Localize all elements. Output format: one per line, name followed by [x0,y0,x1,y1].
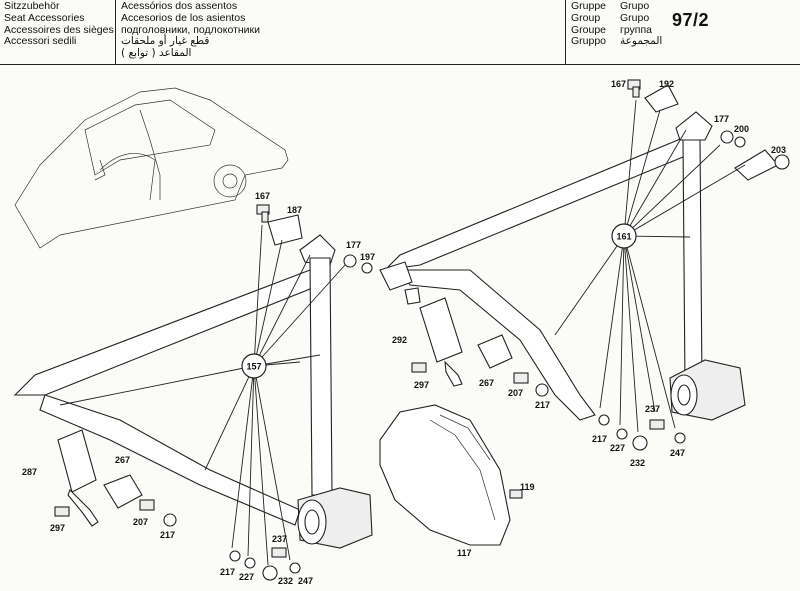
group-fr: Groupe [571,23,607,36]
part-label: 232 [278,576,293,586]
group-es: Grupo [620,11,650,24]
part-label: 227 [239,572,254,582]
part-label: 227 [610,443,625,453]
header-divider [565,0,566,64]
right-part-labels: 167 192 177 200 203 292 297 267 207 217 … [392,79,786,558]
header-title-languages-1: Sitzzubehör Seat Accessories Accessoires… [4,0,114,48]
title-ru: подголовники, подлокотники [121,23,261,36]
part-label: 167 [255,191,270,201]
title-it: Accessori sedili [4,35,77,48]
part-label: 297 [414,380,429,390]
part-label: 167 [611,79,626,89]
part-label: 287 [22,467,37,477]
part-label: 267 [115,455,130,465]
part-label: 297 [50,523,65,533]
part-label: 177 [346,240,361,250]
title-pt: Acessórios dos assentos [121,0,238,12]
part-label: 237 [645,404,660,414]
part-label: 207 [133,517,148,527]
group-de: Gruppe [571,0,607,12]
left-part-labels: 167 187 177 197 287 267 297 207 217 217 … [22,191,375,586]
title-es: Accesorios de los asientos [121,11,246,24]
part-label: 217 [160,530,175,540]
part-label: 232 [630,458,645,468]
title-fr: Accessoires des sièges [4,23,114,36]
part-label: 192 [659,79,674,89]
header-title-languages-2: Acessórios dos assentos Accesorios de lo… [121,0,261,60]
part-label: 197 [360,252,375,262]
group-pt: Grupo [620,0,650,12]
callout-161-label: 161 [616,232,631,242]
page-header: Sitzzubehör Seat Accessories Accessoires… [0,0,800,64]
title-ar-1: قطع غيار أو ملحقات [121,35,210,48]
right-callout-lines [554,99,746,433]
part-label: 267 [479,378,494,388]
part-label: 247 [298,576,313,586]
part-label: 187 [287,205,302,215]
part-label: 207 [508,388,523,398]
header-group-labels-1: Gruppe Group Groupe Gruppo [571,0,607,48]
header-divider [115,0,116,64]
left-callout-lines [59,224,346,566]
right-belt-assembly [379,79,790,451]
left-belt-assembly [13,204,373,581]
part-label: 237 [272,534,287,544]
group-number: 97/2 [672,10,710,30]
part-label: 292 [392,335,407,345]
group-en: Group [571,11,601,24]
group-it: Gruppo [571,35,607,48]
part-label: 200 [734,124,749,134]
title-de: Sitzzubehör [4,0,60,12]
part-label: 117 [457,548,472,558]
callout-161: 161 [611,223,637,249]
part-label: 119 [520,482,535,492]
car-illustration [14,87,289,249]
header-group-labels-2: Grupo Grupo группа المجموعة [620,0,663,48]
part-label: 217 [592,434,607,444]
title-en: Seat Accessories [4,11,85,24]
group-ru: группа [620,23,653,36]
title-ar-2: ( توابع ) المقاعد [121,47,192,60]
callout-157: 157 [241,353,267,379]
diagram-frame [0,64,800,591]
part-label: 217 [220,567,235,577]
seat-backrest-cover [379,404,523,546]
group-ar: المجموعة [620,35,663,48]
part-label: 217 [535,400,550,410]
callout-157-label: 157 [246,362,261,372]
part-label: 203 [771,145,786,155]
part-label: 247 [670,448,685,458]
part-label: 177 [714,114,729,124]
